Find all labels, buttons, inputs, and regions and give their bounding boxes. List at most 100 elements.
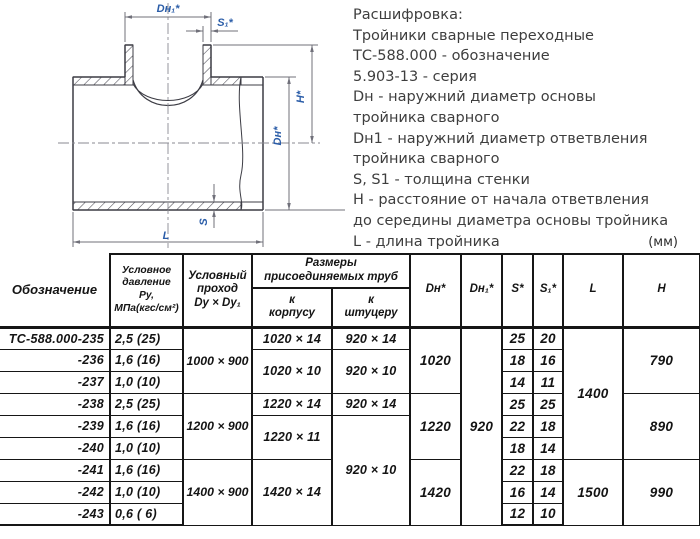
- cell-designation: -237: [0, 370, 111, 394]
- table-row: -242 1,0 (10) 16 14: [0, 480, 700, 504]
- cell-pressure: 1,6 (16): [109, 348, 184, 372]
- legend: Расшифровка: Тройники сварные переходные…: [353, 5, 697, 252]
- table-row: ТС-588.000-235 2,5 (25) 1000 × 900 1020 …: [0, 325, 700, 526]
- cell-pressure: 1,6 (16): [109, 458, 184, 482]
- cell-designation: -243: [0, 502, 111, 526]
- cell-bore: 1000 × 900: [182, 325, 253, 394]
- cell-s1: 11: [532, 370, 564, 394]
- legend-line: до середины диаметра основы тройника: [353, 212, 669, 229]
- cell-to-body: 1220 × 11: [251, 414, 333, 460]
- cell-h: 790: [622, 325, 700, 394]
- label-dn: Dн*: [272, 126, 284, 146]
- cell-s1: 20: [532, 325, 564, 350]
- cell-s1: 14: [532, 436, 564, 460]
- cell-to-branch: 920 × 14: [331, 392, 411, 416]
- cell-designation: -242: [0, 480, 111, 504]
- cell-s1: 18: [532, 414, 564, 438]
- legend-line: L - длина тройника: [353, 233, 500, 250]
- cell-s1: 10: [532, 502, 564, 526]
- cell-pressure: 0,6 ( 6): [109, 502, 184, 526]
- cell-pressure: 2,5 (25): [109, 325, 184, 350]
- cell-s: 12: [501, 502, 534, 526]
- cell-s: 18: [501, 436, 534, 460]
- col-header-l: L: [562, 253, 624, 328]
- legend-line: тройника сварного: [353, 151, 500, 168]
- cell-s1: 25: [532, 392, 564, 416]
- legend-line: тройника сварного: [353, 109, 500, 126]
- cell-s: 25: [501, 392, 534, 416]
- dimension-arrows: [73, 15, 314, 244]
- legend-line: Dн - наружний диаметр основы: [353, 89, 596, 106]
- cell-dn1: 920: [460, 325, 503, 526]
- legend-line: Dн1 - наружний диаметр ответвления: [353, 130, 648, 147]
- table-row: -237 1,0 (10) 14 11: [0, 370, 700, 394]
- cell-dn: 1420: [409, 458, 462, 526]
- cell-to-branch: 920 × 14: [331, 325, 411, 350]
- table-row: -240 1,0 (10) 18 14: [0, 436, 700, 460]
- cell-designation: -241: [0, 458, 111, 482]
- cell-s1: 16: [532, 348, 564, 372]
- units-label: (мм): [648, 235, 678, 250]
- cell-s: 22: [501, 414, 534, 438]
- legend-line: Н - расстояние от начала ответвления: [353, 192, 649, 209]
- label-s1: S₁*: [217, 17, 233, 29]
- col-header-s: S*: [501, 253, 534, 328]
- cell-to-branch: 920 × 10: [331, 348, 411, 394]
- cell-l: 1500: [562, 458, 624, 526]
- cell-s1: 14: [532, 480, 564, 504]
- cell-to-body: 1220 × 14: [251, 392, 333, 416]
- col-header-h: H: [622, 253, 700, 328]
- table-row: -241 1,6 (16) 1400 × 900 1420 × 14 1420 …: [0, 458, 700, 526]
- cell-s: 22: [501, 458, 534, 482]
- label-h: H*: [295, 90, 307, 103]
- label-l: L: [163, 230, 170, 242]
- cell-designation: ТС-588.000-235: [0, 325, 111, 350]
- cell-h: 890: [622, 392, 700, 460]
- cell-pressure: 1,6 (16): [109, 414, 184, 438]
- cell-dn: 1220: [409, 392, 462, 460]
- cell-designation: -238: [0, 392, 111, 416]
- cell-designation: -239: [0, 414, 111, 438]
- label-dn1: Dн₁*: [157, 3, 180, 15]
- legend-line: 5.903-13 - серия: [353, 68, 477, 85]
- centerlines: [58, 3, 320, 248]
- cell-pressure: 2,5 (25): [109, 392, 184, 416]
- cell-s: 14: [501, 370, 534, 394]
- tee-fitting-drawing: Dн₁* S₁* H* Dн* S L: [58, 3, 345, 248]
- col-header-dn: Dн*: [409, 253, 462, 328]
- cell-to-body: 1420 × 14: [251, 458, 333, 526]
- legend-line: Расшифровка:: [353, 7, 463, 23]
- cell-s: 25: [501, 325, 534, 350]
- cell-bore: 1200 × 900: [182, 392, 253, 460]
- cell-pressure: 1,0 (10): [109, 480, 184, 504]
- col-header-s1: S₁*: [532, 253, 564, 328]
- legend-line: ТС-588.000 - обозначение: [353, 48, 550, 65]
- legend-line: Тройники сварные переходные: [353, 27, 594, 44]
- table-row: -236 1,6 (16) 1020 × 10 920 × 10 18 16: [0, 348, 700, 394]
- cell-s: 16: [501, 480, 534, 504]
- col-header-designation: Обозначение: [0, 254, 111, 328]
- cell-pressure: 1,0 (10): [109, 370, 184, 394]
- cell-designation: -240: [0, 436, 111, 460]
- col-header-dn1: Dн₁*: [460, 253, 503, 328]
- cell-to-branch: 920 × 10: [331, 414, 411, 526]
- pipe-wall-hatching: [72, 44, 242, 211]
- table-row: -243 0,6 ( 6) 12 10: [0, 502, 700, 526]
- cell-designation: -236: [0, 348, 111, 372]
- cell-dn: 1020: [409, 325, 462, 394]
- cell-s1: 18: [532, 458, 564, 482]
- cell-to-body: 1020 × 14: [251, 325, 333, 350]
- cell-to-body: 1020 × 10: [251, 348, 333, 394]
- cell-s: 18: [501, 348, 534, 372]
- cell-bore: 1400 × 900: [182, 458, 253, 526]
- cell-pressure: 1,0 (10): [109, 436, 184, 460]
